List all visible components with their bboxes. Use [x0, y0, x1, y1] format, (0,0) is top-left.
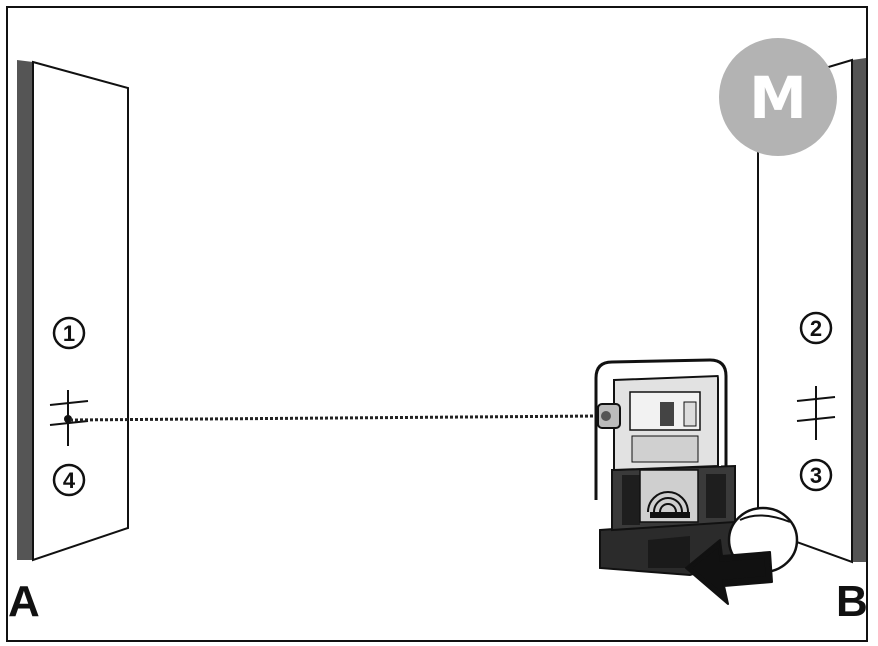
wall-a-face — [32, 60, 129, 562]
marker-3: 3 — [799, 458, 833, 492]
marker-4: 4 — [52, 463, 86, 497]
wall-a-label: A — [8, 577, 40, 626]
marker-4-number: 4 — [63, 468, 76, 493]
wall-a: 1 4 — [17, 60, 129, 562]
marker-3-number: 3 — [810, 463, 822, 488]
marker-2: 2 — [799, 311, 833, 345]
wall-a-edge — [17, 60, 33, 560]
m-logo-icon: M — [719, 38, 837, 156]
laser-beam — [69, 414, 599, 422]
logo-circle — [719, 38, 837, 156]
rotating-laser-icon — [594, 358, 736, 577]
marker-1: 1 — [52, 316, 86, 350]
marker-3-circle — [799, 458, 833, 492]
marker-2-circle — [799, 311, 833, 345]
curved-arrow-rotate-icon — [685, 506, 799, 605]
marker-2-number: 2 — [810, 316, 822, 341]
marker-1-number: 1 — [63, 321, 75, 346]
wall-b-crosshair — [796, 386, 836, 440]
wall-b-label: B — [836, 577, 868, 626]
marker-1-circle — [52, 316, 86, 350]
wall-b: 2 3 — [757, 58, 866, 564]
marker-4-circle — [52, 463, 86, 497]
wall-b-edge — [852, 58, 866, 562]
wall-a-crosshair — [49, 390, 89, 446]
logo-letter: M — [749, 64, 807, 132]
